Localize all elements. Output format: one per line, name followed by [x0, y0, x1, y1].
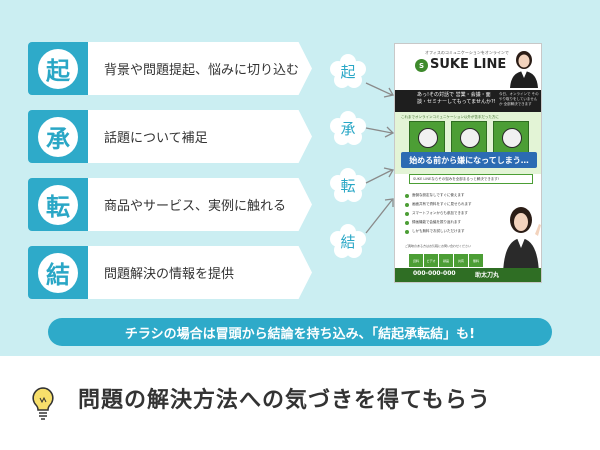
conclusion-text: 問題の解決方法への気づきを得てもらう [78, 388, 491, 413]
flyer-bullet: しかも無料でお試しいただけます [405, 227, 497, 236]
flyer-bullet-list: 面倒な設定なしですぐに使えます 画面共有で資料をすぐに見せられます スマートフォ… [405, 191, 497, 236]
flyer-company-name: 助太刀丸 [475, 272, 500, 279]
flower-icon [330, 111, 366, 145]
conclusion-area [0, 356, 600, 450]
flyer-note: ご興味のある方はお気軽にお問い合わせください [405, 244, 472, 248]
flower-icon [330, 54, 366, 88]
step-label: 問題解決の情報を提供 [88, 246, 312, 299]
flower-icon [330, 224, 366, 258]
flyer-tagline: オフィスのコミュニケーションをオンラインで [425, 50, 509, 55]
flyer-brand: SUKE LINE [430, 57, 507, 72]
flyer-info-bar: SUKE LINEならその悩みを全部まるっと解決できます! [409, 174, 533, 184]
flyer-chip: 無料 [469, 254, 483, 267]
flower-icon [330, 168, 366, 202]
bubble-ten: 転 [330, 168, 366, 202]
step-kanji-box: 転 [28, 178, 88, 231]
step-ketsu: 結 問題解決の情報を提供 [28, 246, 312, 299]
flyer-phone: 000-000-000 [413, 270, 456, 277]
bubble-ketsu: 結 [330, 224, 366, 258]
flyer-chip: 共有 [454, 254, 468, 267]
bubble-ki: 起 [330, 54, 366, 88]
flyer-chip: 資料 [409, 254, 423, 267]
flyer-preview: オフィスのコミュニケーションをオンラインで S SUKE LINE あっ!その対… [394, 43, 542, 283]
step-kanji-box: 結 [28, 246, 88, 299]
flyer-chip-row: 資料 ビデオ 録画 共有 無料 [409, 254, 483, 267]
flyer-bullet: 面倒な設定なしですぐに使えます [405, 191, 497, 200]
arrow-ketsu-icon [365, 198, 394, 234]
flyer-side-text: 今日、オンラインで そのやり取りをしていませんか 全部解決できます [499, 92, 539, 106]
step-kanji: 結 [38, 252, 78, 293]
step-kanji: 転 [38, 184, 78, 225]
face-icon [460, 128, 480, 148]
bubble-label: 承 [340, 119, 356, 138]
bubble-sho: 承 [330, 111, 366, 145]
bubble-label: 転 [340, 176, 356, 195]
flyer-bullet: スマートフォンからも参加できます [405, 209, 497, 218]
face-icon [418, 128, 438, 148]
flyer-middle-intro: これまでオンラインコミュニケーション以外が苦手だった方に [401, 115, 499, 119]
bubble-label: 結 [340, 232, 356, 251]
step-sho: 承 話題について補足 [28, 110, 312, 163]
flyer-chip: 録画 [439, 254, 453, 267]
step-label: 商品やサービス、実例に触れる [88, 178, 312, 231]
arrow-sho-icon [365, 126, 395, 138]
flyer-dark-band [395, 90, 541, 112]
step-kanji-box: 承 [28, 110, 88, 163]
step-label: 背景や問題提起、悩みに切り込む [88, 42, 312, 95]
step-kanji: 起 [38, 48, 78, 89]
flyer-tip-banner: チラシの場合は冒頭から結論を持ち込み、「結起承転結」も! [48, 318, 552, 346]
flyer-hook-text: あっ!その対話で 営業・会議・面談・セミナーしてもってませんか?! [417, 92, 496, 105]
arrow-ten-icon [365, 167, 395, 184]
flyer-bullet: 録画機能で会議を振り返れます [405, 218, 497, 227]
operator-woman-icon [503, 207, 541, 274]
lightbulb-icon [32, 387, 54, 420]
step-label: 話題について補足 [88, 110, 312, 163]
arrow-ki-icon [365, 82, 395, 98]
bubble-label: 起 [340, 62, 356, 81]
flyer-footer [395, 268, 541, 282]
step-kanji: 承 [38, 116, 78, 157]
businesswoman-icon [510, 51, 538, 88]
step-kanji-box: 起 [28, 42, 88, 95]
flyer-banner: 始める前から嫌になってしまう… [401, 152, 537, 168]
flyer-bullet: 画面共有で資料をすぐに見せられます [405, 200, 497, 209]
step-ki: 起 背景や問題提起、悩みに切り込む [28, 42, 312, 95]
flyer-logo-icon: S [415, 59, 428, 72]
face-icon [502, 128, 522, 148]
step-ten: 転 商品やサービス、実例に触れる [28, 178, 312, 231]
flyer-chip: ビデオ [424, 254, 438, 267]
